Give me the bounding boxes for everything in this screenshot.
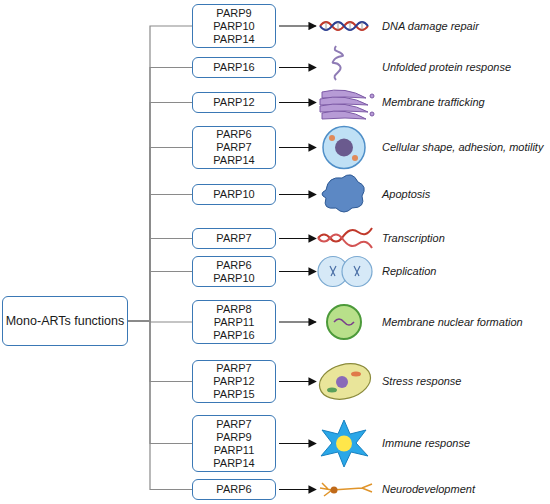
bracket-connector	[128, 68, 192, 322]
enzyme-name: PARP7	[216, 418, 251, 431]
bracket-connector	[128, 195, 192, 322]
enzyme-name: PARP7	[216, 362, 251, 375]
enzyme-name: PARP9	[216, 7, 251, 20]
enzyme-name: PARP14	[213, 457, 254, 470]
enzyme-name: PARP12	[213, 375, 254, 388]
enzyme-name: PARP6	[216, 259, 251, 272]
function-label: DNA damage repair	[382, 20, 548, 33]
enzyme-box: PARP7PARP12PARP15	[192, 360, 276, 403]
pointer-arrows	[279, 26, 316, 490]
protein-icon	[333, 46, 343, 80]
enzyme-box: PARP16	[192, 57, 276, 78]
function-label: Apoptosis	[382, 188, 548, 201]
bracket-connector	[128, 321, 192, 382]
enzyme-name: PARP9	[216, 431, 251, 444]
enzyme-box: PARP7PARP9PARP11PARP14	[192, 415, 276, 472]
transcription-icon	[318, 228, 372, 248]
bracket-connector	[128, 103, 192, 322]
enzyme-name: PARP6	[216, 483, 251, 496]
function-label: Transcription	[382, 232, 548, 245]
stress-cell-icon	[315, 358, 374, 404]
dna-icon	[320, 22, 368, 30]
function-label: Immune response	[382, 437, 548, 450]
enzyme-box: PARP9PARP10PARP14	[192, 4, 276, 48]
function-label: Stress response	[382, 375, 548, 388]
function-label: Cellular shape, adhesion, motility	[382, 141, 548, 154]
immune-cell-icon	[321, 420, 368, 467]
enzyme-name: PARP7	[216, 141, 251, 154]
enzyme-name: PARP16	[213, 61, 254, 74]
bracket-connector	[128, 321, 192, 490]
enzyme-name: PARP11	[214, 316, 255, 329]
enzyme-name: PARP10	[213, 272, 254, 285]
root-box: Mono-ARTs functions	[2, 296, 128, 346]
replication-icon	[318, 257, 372, 287]
enzyme-box: PARP8PARP11PARP16	[192, 300, 276, 344]
enzyme-name: PARP15	[213, 388, 254, 401]
function-label: Neurodevelopment	[382, 483, 548, 496]
enzyme-box: PARP10	[192, 184, 276, 205]
bracket-connector	[128, 321, 192, 444]
cell-icon	[323, 127, 365, 169]
enzyme-name: PARP6	[216, 128, 251, 141]
enzyme-box: PARP6PARP10	[192, 256, 276, 287]
enzyme-box: PARP7	[192, 228, 276, 249]
nucleus-icon	[327, 305, 361, 339]
enzyme-name: PARP12	[213, 96, 254, 109]
enzyme-name: PARP11	[214, 444, 255, 457]
bracket-connector	[128, 239, 192, 322]
bracket-connector	[128, 272, 192, 322]
neuron-icon	[320, 483, 372, 496]
enzyme-box: PARP6PARP7PARP14	[192, 126, 276, 169]
function-label: Membrane trafficking	[382, 96, 548, 109]
enzyme-name: PARP16	[213, 329, 254, 342]
golgi-icon	[320, 90, 374, 119]
enzyme-name: PARP10	[213, 20, 254, 33]
enzyme-box: PARP6	[192, 479, 276, 500]
root-label: Mono-ARTs functions	[6, 314, 125, 329]
function-label: Replication	[382, 265, 548, 278]
bracket-connector	[128, 26, 192, 321]
enzyme-name: PARP14	[213, 154, 254, 167]
enzyme-name: PARP10	[213, 188, 254, 201]
enzyme-box: PARP12	[192, 92, 276, 113]
enzyme-name: PARP8	[216, 303, 251, 316]
function-label: Membrane nuclear formation	[382, 316, 548, 329]
bracket-connector	[128, 148, 192, 322]
enzyme-name: PARP7	[216, 232, 251, 245]
apoptosis-icon	[322, 175, 364, 212]
enzyme-name: PARP14	[213, 33, 254, 46]
function-label: Unfolded protein response	[382, 61, 548, 74]
